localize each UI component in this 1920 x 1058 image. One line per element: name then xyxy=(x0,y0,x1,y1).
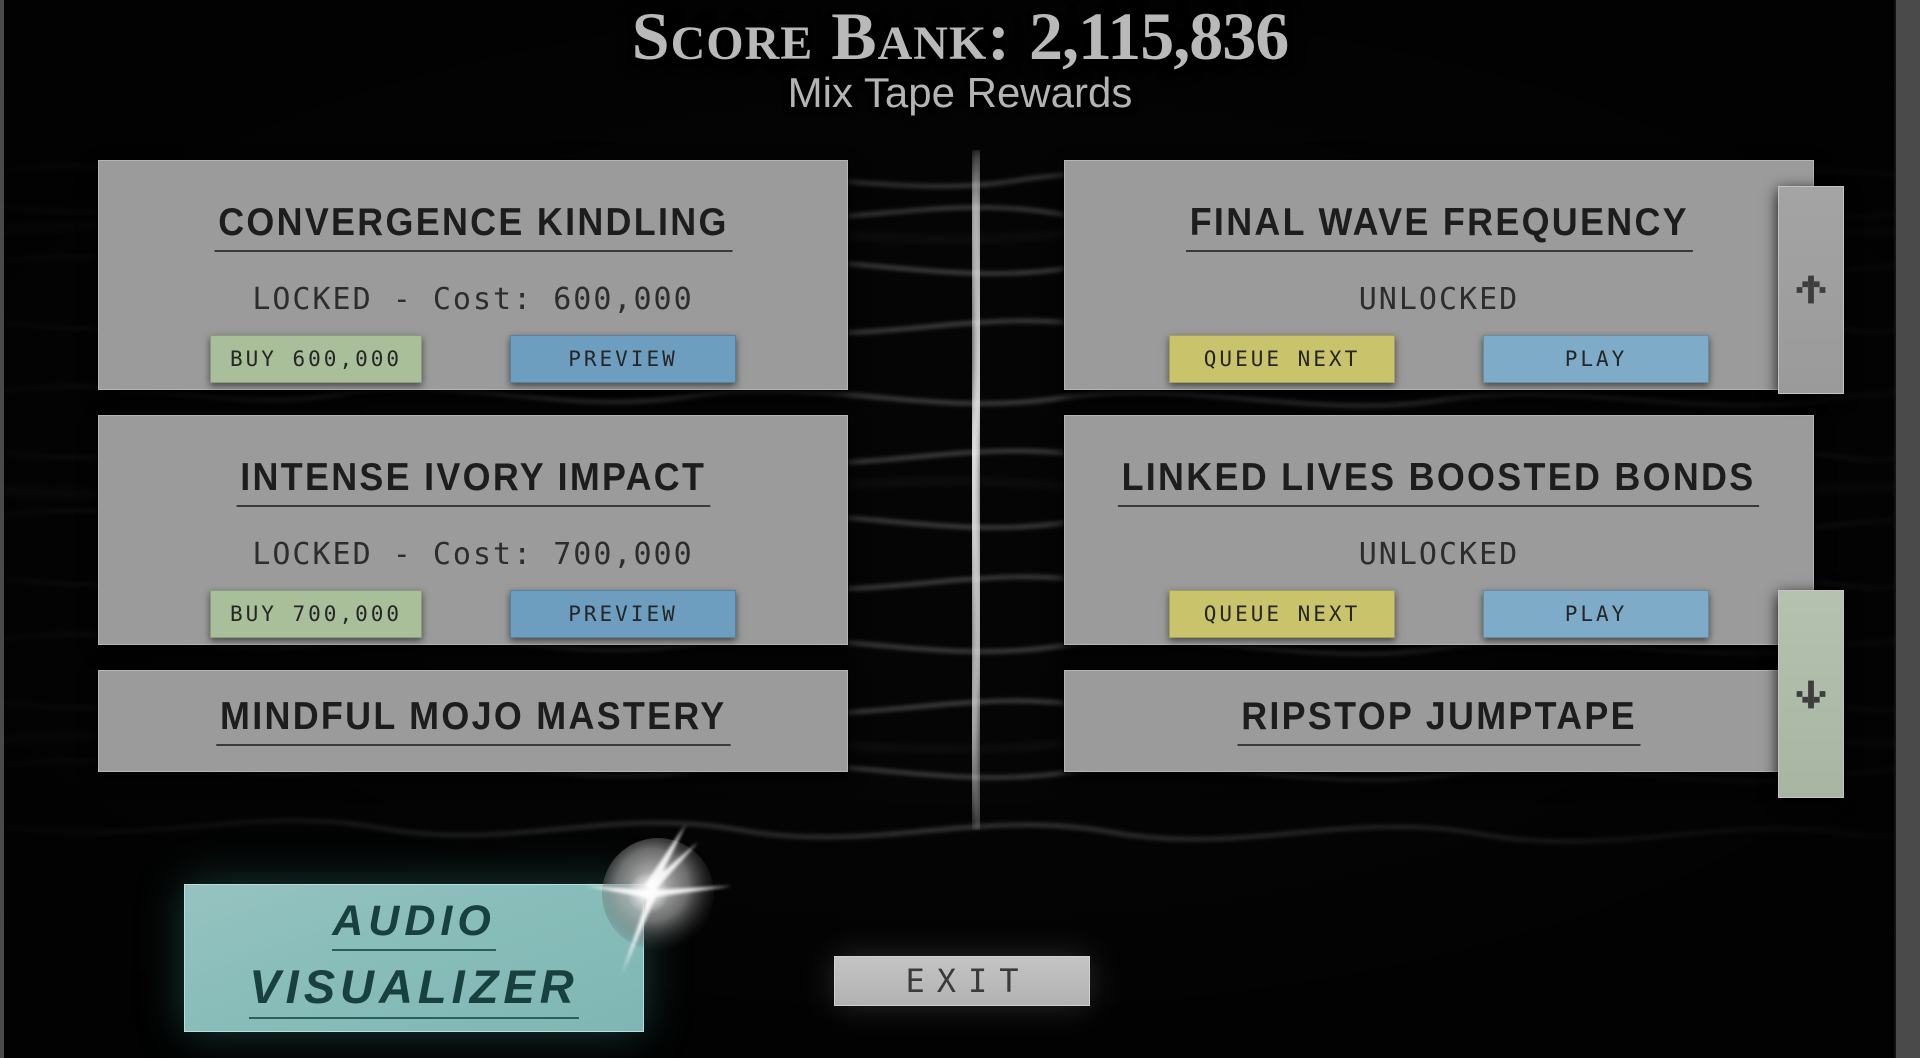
buy-button[interactable]: BUY 600,000 xyxy=(210,335,422,383)
audio-visualizer-label-line1: AUDIO xyxy=(332,897,496,951)
reward-card[interactable]: RIPSTOP JUMPTAPE xyxy=(1064,670,1814,772)
page-subtitle: Mix Tape Rewards xyxy=(787,69,1133,117)
reward-actions: BUY 600,000 PREVIEW xyxy=(99,335,847,383)
reward-status: LOCKED - Cost: 600,000 xyxy=(252,282,694,317)
reward-card[interactable]: MINDFUL MOJO MASTERY xyxy=(98,670,848,772)
reward-actions: QUEUE NEXT PLAY xyxy=(1065,335,1813,383)
reward-actions: BUY 700,000 PREVIEW xyxy=(99,590,847,638)
score-bank-label: Score Bank: xyxy=(631,0,1011,74)
rewards-column-right: FINAL WAVE FREQUENCY UNLOCKED QUEUE NEXT… xyxy=(1064,160,1814,797)
scroll-up-arrow-icon xyxy=(1796,275,1826,304)
reward-actions: QUEUE NEXT PLAY xyxy=(1065,590,1813,638)
window-chrome-left-edge xyxy=(0,0,4,1058)
reward-title: FINAL WAVE FREQUENCY xyxy=(1185,201,1693,252)
audio-visualizer-label-line2: VISUALIZER xyxy=(249,959,579,1019)
score-bank-value: 2,115,836 xyxy=(1028,0,1289,74)
score-bank-line: Score Bank: 2,115,836 xyxy=(0,0,1920,71)
reward-title: CONVERGENCE KINDLING xyxy=(214,201,732,252)
play-button[interactable]: PLAY xyxy=(1483,335,1709,383)
queue-next-button[interactable]: QUEUE NEXT xyxy=(1169,590,1395,638)
play-button[interactable]: PLAY xyxy=(1483,590,1709,638)
preview-button[interactable]: PREVIEW xyxy=(510,590,736,638)
queue-next-button[interactable]: QUEUE NEXT xyxy=(1169,335,1395,383)
buy-button[interactable]: BUY 700,000 xyxy=(210,590,422,638)
reward-card[interactable]: LINKED LIVES BOOSTED BONDS UNLOCKED QUEU… xyxy=(1064,415,1814,645)
reward-card[interactable]: CONVERGENCE KINDLING LOCKED - Cost: 600,… xyxy=(98,160,848,390)
reward-title: RIPSTOP JUMPTAPE xyxy=(1237,695,1641,746)
reward-card[interactable]: FINAL WAVE FREQUENCY UNLOCKED QUEUE NEXT… xyxy=(1064,160,1814,390)
reward-title: MINDFUL MOJO MASTERY xyxy=(216,695,730,746)
window-chrome-right-edge xyxy=(1894,0,1920,1058)
reward-status: UNLOCKED xyxy=(1358,537,1520,572)
exit-button-label: EXIT xyxy=(905,962,1031,1000)
rewards-grid: CONVERGENCE KINDLING LOCKED - Cost: 600,… xyxy=(0,160,1920,830)
reward-title: INTENSE IVORY IMPACT xyxy=(236,456,710,507)
reward-title: LINKED LIVES BOOSTED BONDS xyxy=(1118,456,1760,507)
reward-status: UNLOCKED xyxy=(1358,282,1520,317)
reward-status: LOCKED - Cost: 700,000 xyxy=(252,537,694,572)
preview-button[interactable]: PREVIEW xyxy=(510,335,736,383)
scroll-down-arrow-icon xyxy=(1796,680,1826,709)
rewards-column-left: CONVERGENCE KINDLING LOCKED - Cost: 600,… xyxy=(98,160,848,797)
header: Score Bank: 2,115,836 Mix Tape Rewards xyxy=(0,0,1920,117)
reward-card[interactable]: INTENSE IVORY IMPACT LOCKED - Cost: 700,… xyxy=(98,415,848,645)
scroll-up-button[interactable] xyxy=(1778,186,1844,394)
scroll-down-button[interactable] xyxy=(1778,590,1844,798)
audio-visualizer-button[interactable]: AUDIO VISUALIZER xyxy=(184,884,644,1032)
exit-button[interactable]: EXIT xyxy=(834,956,1090,1006)
